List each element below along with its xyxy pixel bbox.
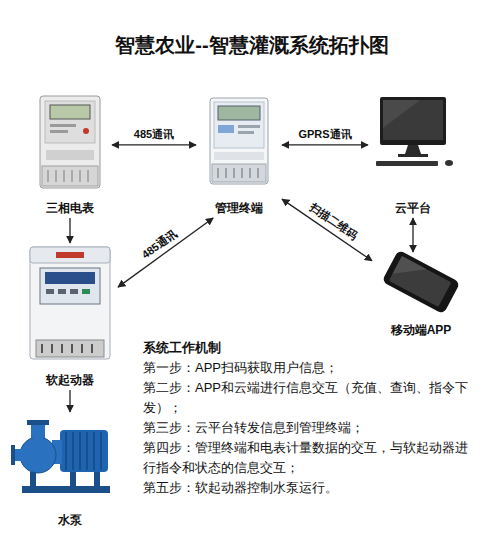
starter-key — [82, 289, 90, 294]
note-line: 第五步：软起动器控制水泵运行。 — [143, 478, 475, 498]
terminal-lcd — [218, 106, 260, 120]
monitor-base — [398, 154, 428, 157]
connector-arrow — [282, 144, 368, 145]
meter-print — [50, 130, 68, 133]
pump-inlet — [14, 449, 22, 461]
connector-arrow — [69, 390, 70, 412]
starter-terminal-slots — [42, 344, 92, 353]
terminal-icon — [210, 98, 268, 184]
note-line: 第二步：APP和云端进行信息交互（充值、查询、指令下发）； — [143, 378, 475, 418]
device-node: 水泵 — [15, 412, 125, 530]
meter-lcd — [50, 105, 90, 119]
terminal-panel — [214, 102, 264, 148]
starter-key — [46, 289, 54, 294]
device-label: 水泵 — [58, 513, 82, 528]
terminal-screws — [218, 168, 258, 178]
note-block: 系统工作机制第一步：APP扫码获取用户信息；第二步：APP和云端进行信息交互（充… — [143, 338, 475, 498]
connector-label: 485通讯 — [132, 127, 176, 141]
note-heading: 系统工作机制 — [143, 338, 475, 358]
pump-foot — [30, 472, 36, 486]
device-label: 三相电表 — [46, 201, 94, 216]
pump-icon — [11, 420, 110, 493]
device-node: 移动端APP — [372, 252, 470, 340]
connector-arrow — [69, 218, 70, 243]
phone-icon — [382, 250, 461, 315]
note-line: 第一步：APP扫码获取用户信息； — [143, 358, 475, 378]
inlet-flange — [11, 445, 15, 465]
monitor-frame — [380, 97, 446, 145]
meter-body — [40, 96, 100, 188]
meter-icon — [40, 96, 100, 188]
device-node: 云平台 — [368, 92, 458, 218]
device-label: 移动端APP — [391, 323, 452, 338]
terminal-print — [238, 125, 260, 128]
connector-arrow — [118, 218, 213, 287]
pump-outlet — [31, 424, 45, 438]
device-node: 三相电表 — [28, 92, 112, 218]
starter-top-band — [30, 247, 110, 263]
starter-terminals — [36, 340, 104, 357]
diagram-title: 智慧农业--智慧灌溉系统拓扑图 — [0, 32, 504, 59]
meter-terminal-cover — [42, 166, 98, 186]
starter-display — [45, 272, 95, 284]
device-label: 管理终端 — [215, 201, 263, 216]
pump-volute — [20, 437, 56, 473]
motor-foot — [70, 472, 76, 486]
motor-fins — [66, 432, 101, 470]
computer-icon — [376, 97, 453, 166]
connector-arrow — [282, 199, 372, 261]
starter-key — [58, 289, 66, 294]
monitor-stand — [405, 145, 421, 154]
starter-logo — [56, 252, 84, 258]
terminal-strip — [212, 164, 266, 182]
meter-terminals — [48, 170, 88, 182]
phone-screen — [389, 256, 452, 307]
terminal-sticker — [218, 125, 234, 133]
starter-panel — [40, 268, 100, 304]
outlet-flange — [27, 420, 49, 425]
meter-panel — [45, 101, 95, 143]
starter-key — [70, 289, 78, 294]
terminal-nameplate — [214, 152, 264, 160]
phone-body — [382, 250, 461, 315]
device-node: 管理终端 — [196, 92, 282, 218]
screen-glare — [383, 100, 420, 128]
terminal-body — [210, 98, 268, 184]
meter-led — [83, 128, 89, 134]
mouse — [445, 160, 453, 166]
note-line: 第四步：管理终端和电表计量数据的交互，与软起动器进行指令和状态的信息交互； — [143, 438, 475, 478]
motor-foot — [94, 472, 100, 486]
connector-label: GPRS通讯 — [296, 127, 353, 141]
pump-base — [22, 486, 110, 493]
keyboard — [376, 161, 438, 166]
connector-arrow — [112, 144, 196, 145]
soft-starter-icon — [30, 247, 110, 359]
device-node: 软起动器 — [22, 243, 118, 390]
note-line: 第三步：云平台转发信息到管理终端； — [143, 418, 475, 438]
device-label: 软起动器 — [46, 373, 94, 388]
connector-arrow — [412, 218, 413, 252]
monitor-screen — [383, 100, 443, 140]
starter-body — [30, 247, 110, 359]
terminal-print — [238, 131, 254, 134]
meter-nameplate — [46, 150, 94, 160]
motor-body — [60, 430, 108, 472]
phone-glare — [393, 256, 427, 287]
device-label: 云平台 — [395, 201, 431, 216]
meter-print — [50, 124, 76, 127]
